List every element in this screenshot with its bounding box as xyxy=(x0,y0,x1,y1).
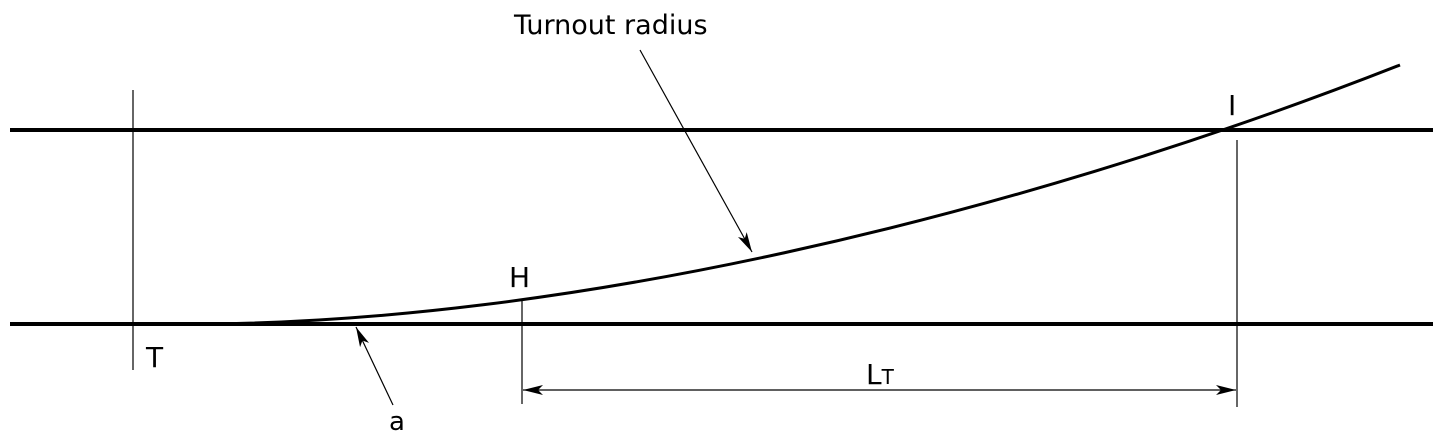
point-i-label: I xyxy=(1228,89,1236,122)
dimension-label: LT xyxy=(866,358,895,391)
turnout-radius-leader xyxy=(639,49,753,253)
turnout-radius-label: Turnout radius xyxy=(513,10,708,41)
turnout-curve xyxy=(199,63,1401,326)
point-h-label: H xyxy=(509,261,530,294)
point-t-label: T xyxy=(145,341,164,374)
a-leader xyxy=(355,326,394,406)
dimension-subscript: T xyxy=(881,365,895,389)
point-a-label: a xyxy=(389,407,405,437)
dimension-main: L xyxy=(866,358,882,391)
